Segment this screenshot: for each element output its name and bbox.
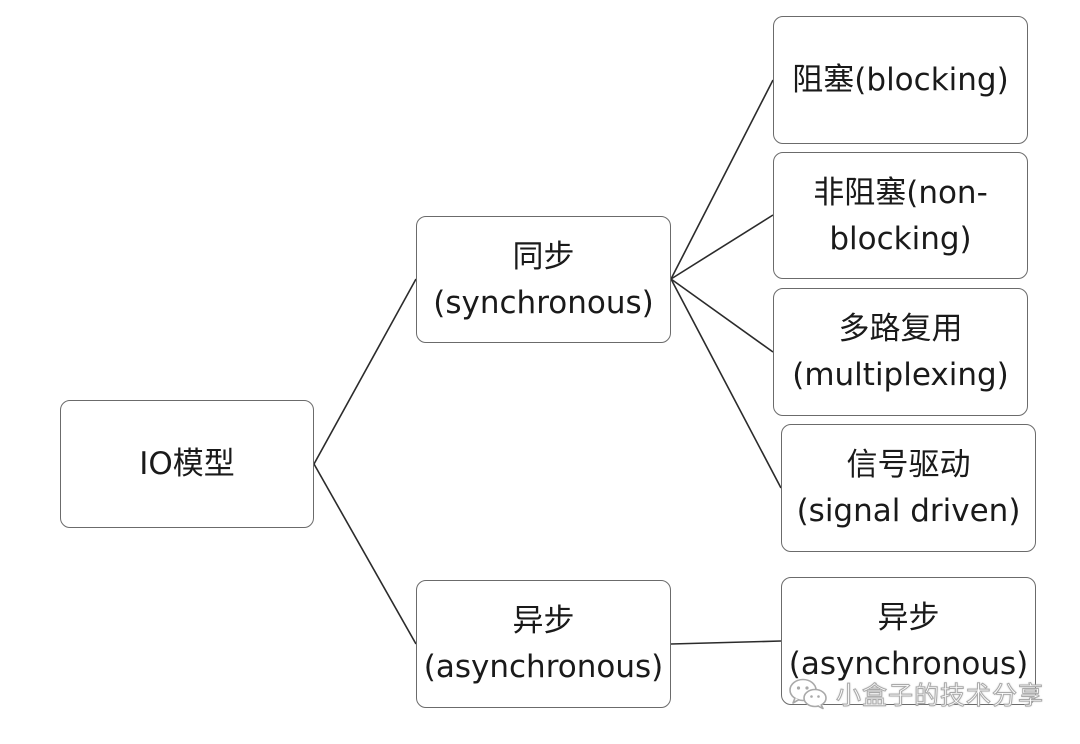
- watermark-text: 小盒子的技术分享: [835, 681, 1045, 711]
- node-io-model: IO模型: [60, 400, 314, 528]
- wechat-icon: [789, 678, 827, 710]
- edge-sync-multiplex: [670, 278, 774, 353]
- watermark: 小盒子的技术分享: [788, 676, 1044, 712]
- node-io-model-label: IO模型: [139, 446, 235, 482]
- node-synchronous-label: 同步 (synchronous): [433, 238, 654, 321]
- node-signal-driven: 信号驱动 (signal driven): [781, 424, 1036, 552]
- node-non-blocking: 非阻塞(non- blocking): [773, 152, 1028, 279]
- node-multiplexing: 多路复用 (multiplexing): [773, 288, 1028, 416]
- node-blocking-label: 阻塞(blocking): [792, 62, 1009, 98]
- edge-root-sync: [313, 278, 417, 465]
- node-asynchronous-leaf-label: 异步 (asynchronous): [788, 600, 1029, 682]
- edge-root-async: [313, 463, 417, 645]
- node-multiplexing-label: 多路复用 (multiplexing): [792, 311, 1009, 393]
- node-synchronous: 同步 (synchronous): [416, 216, 671, 343]
- edge-sync-blocking: [670, 79, 774, 280]
- node-non-blocking-label: 非阻塞(non- blocking): [813, 174, 988, 257]
- node-asynchronous-leaf: 异步 (asynchronous): [781, 577, 1036, 705]
- edge-async-asyncleaf: [670, 640, 782, 645]
- node-asynchronous-label: 异步 (asynchronous): [423, 603, 664, 685]
- node-asynchronous: 异步 (asynchronous): [416, 580, 671, 708]
- edge-sync-nonblock: [670, 214, 774, 280]
- edge-sync-signal: [670, 278, 782, 489]
- node-signal-driven-label: 信号驱动 (signal driven): [796, 447, 1021, 529]
- node-blocking: 阻塞(blocking): [773, 16, 1028, 144]
